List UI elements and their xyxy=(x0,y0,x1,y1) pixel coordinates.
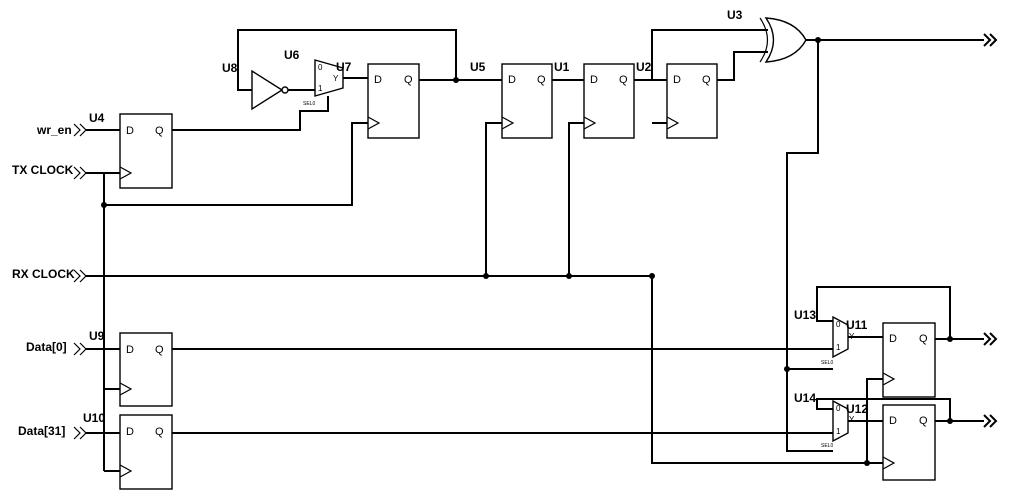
flipflop-u11-out: D Q xyxy=(882,322,936,398)
pin-q: Q xyxy=(155,344,164,356)
pin-d: D xyxy=(126,426,134,438)
pin-d: D xyxy=(889,333,897,345)
port-label-data-0: Data[0] xyxy=(26,340,67,354)
mux-pin-y: Y xyxy=(849,332,855,341)
ref-u8: U8 xyxy=(222,61,238,75)
mux-pin-1: 1 xyxy=(836,427,841,436)
pin-q: Q xyxy=(919,333,928,345)
pin-d: D xyxy=(889,415,897,427)
ref-u6: U6 xyxy=(284,48,300,62)
ref-u13: U13 xyxy=(794,308,816,322)
ref-designators: U4 U8 U6 U7 U5 U1 U2 U3 U9 U10 U13 U11 U… xyxy=(83,8,868,425)
inverter-u8 xyxy=(251,69,289,111)
ref-u5: U5 xyxy=(470,60,486,74)
mux-sel-label: SEL0 xyxy=(821,443,833,449)
mux-pin-y: Y xyxy=(333,74,339,83)
ref-u4: U4 xyxy=(89,111,105,125)
flipflop-u10: D Q xyxy=(119,414,173,490)
mux-pin-1: 1 xyxy=(318,84,323,93)
flipflop-u4: D Q xyxy=(119,113,173,189)
flipflop-u3: D Q xyxy=(666,63,718,139)
ref-u1: U1 xyxy=(554,60,570,74)
pin-q: Q xyxy=(155,426,164,438)
mux-sel-label: SEL0 xyxy=(303,101,315,107)
mux-pin-0: 0 xyxy=(318,63,323,72)
port-label-tx-clock: TX CLOCK xyxy=(12,163,74,177)
pin-d: D xyxy=(673,74,681,86)
input-port-arrows xyxy=(73,123,87,440)
mux-pin-0: 0 xyxy=(836,320,841,329)
pin-d: D xyxy=(374,74,382,86)
pin-q: Q xyxy=(537,74,546,86)
pin-q: Q xyxy=(702,74,711,86)
flipflop-u9: D Q xyxy=(119,332,173,407)
ref-u11: U11 xyxy=(846,318,868,332)
flipflop-u2: D Q xyxy=(583,63,635,139)
ref-u3: U3 xyxy=(727,8,743,22)
flipflop-u1: D Q xyxy=(501,63,553,139)
pin-d: D xyxy=(126,344,134,356)
mux-u11: 0 1 Y SEL0 xyxy=(821,315,855,366)
pin-d: D xyxy=(126,125,134,137)
ref-u7: U7 xyxy=(336,60,352,74)
pin-q: Q xyxy=(155,125,164,137)
output-port-arrows xyxy=(983,33,998,428)
port-label-rx-clock: RX CLOCK xyxy=(12,267,75,281)
mux-sel-label: SEL0 xyxy=(821,360,833,366)
ref-u14: U14 xyxy=(794,391,816,405)
junction-dots xyxy=(101,37,953,466)
flipflop-u12-out: D Q xyxy=(882,404,936,481)
mux-pin-0: 0 xyxy=(836,404,841,413)
ref-u10: U10 xyxy=(83,411,105,425)
mux-pin-y: Y xyxy=(849,415,855,424)
pin-d: D xyxy=(508,74,516,86)
pin-q: Q xyxy=(919,415,928,427)
pin-q: Q xyxy=(619,74,628,86)
mux-u12: 0 1 Y SEL0 xyxy=(821,399,855,449)
port-label-wr-en: wr_en xyxy=(36,123,72,137)
mux-u7: 0 1 Y SEL0 xyxy=(303,59,344,107)
flipflop-u5: D Q xyxy=(367,63,420,139)
mux-pin-1: 1 xyxy=(836,343,841,352)
port-label-data-31: Data[31] xyxy=(18,424,65,438)
ref-u2: U2 xyxy=(636,60,652,74)
wires xyxy=(86,29,984,472)
pin-q: Q xyxy=(404,74,413,86)
pin-d: D xyxy=(590,74,598,86)
ref-u9: U9 xyxy=(89,329,105,343)
ref-u12: U12 xyxy=(846,402,868,416)
xor-gate-u3 xyxy=(759,17,807,63)
